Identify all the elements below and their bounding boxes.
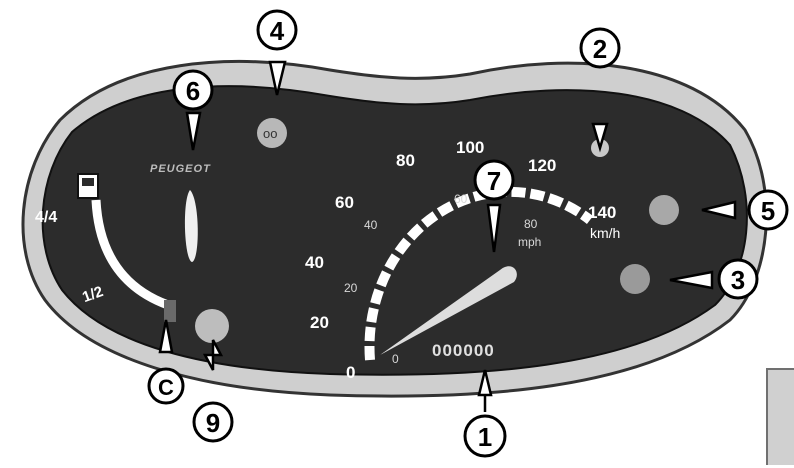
kmh-tick-40: 40	[305, 253, 324, 272]
warning-light-5	[649, 195, 679, 225]
brand-logo: PEUGEOT	[150, 163, 211, 175]
svg-text:1: 1	[478, 422, 492, 452]
kmh-tick-140: 140	[588, 203, 616, 222]
svg-text:2: 2	[593, 34, 607, 64]
callout-2: 2	[581, 29, 619, 67]
mph-tick-80: 80	[524, 217, 538, 231]
mph-tick-20: 20	[344, 281, 358, 295]
kmh-tick-100: 100	[456, 138, 484, 157]
kmh-unit: km/h	[590, 225, 620, 241]
svg-text:C: C	[158, 375, 174, 400]
fuel-reserve-mark	[164, 300, 176, 322]
mph-tick-0: 0	[392, 352, 399, 366]
page-edge-tab	[766, 368, 794, 465]
kmh-tick-60: 60	[335, 193, 354, 212]
callout-4: 4	[258, 11, 296, 49]
odometer: 000000	[432, 341, 495, 360]
warning-light-3	[620, 264, 650, 294]
svg-text:9: 9	[206, 408, 220, 438]
svg-text:3: 3	[731, 265, 745, 295]
callout-3: 3	[719, 260, 757, 298]
mph-tick-40: 40	[364, 218, 378, 232]
callout-7: 7	[475, 161, 513, 199]
callout-6: 6	[174, 71, 212, 109]
kmh-tick-0: 0	[346, 363, 355, 382]
callout-1: 1	[465, 416, 505, 456]
callout-9: 9	[194, 403, 232, 441]
svg-text:4: 4	[270, 16, 285, 46]
warning-light-9	[195, 309, 229, 343]
kmh-tick-20: 20	[310, 313, 329, 332]
mph-tick-60: 60	[454, 192, 468, 206]
svg-text:5: 5	[761, 196, 775, 226]
kmh-tick-120: 120	[528, 156, 556, 175]
callout-c: C	[149, 369, 183, 403]
kmh-tick-80: 80	[396, 151, 415, 170]
mph-unit: mph	[518, 235, 541, 249]
callout-5: 5	[749, 191, 787, 229]
indicator-4-symbol: oo	[263, 126, 277, 141]
svg-text:7: 7	[487, 166, 501, 196]
fuel-full-label: 4/4	[35, 209, 57, 226]
svg-text:6: 6	[186, 76, 200, 106]
dial-face	[43, 86, 747, 375]
